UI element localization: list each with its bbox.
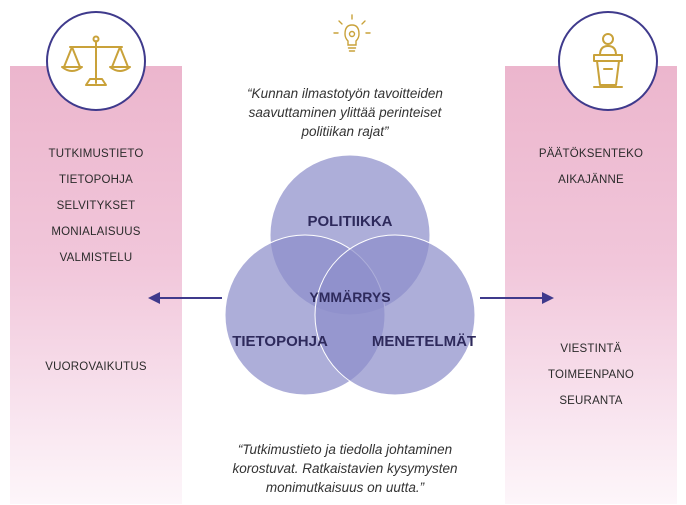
arrow-left-icon <box>148 292 222 304</box>
left-panel <box>10 66 182 504</box>
right-item-viestinta: VIESTINTÄ <box>560 343 622 355</box>
right-item-aikajanne: AIKAJÄNNE <box>558 174 624 186</box>
bottom-quote-line-1: “Tutkimustieto ja tiedolla johtaminen <box>237 442 453 457</box>
venn-label-menetelmat: MENETELMÄT <box>372 333 476 350</box>
venn-diagram: POLITIIKKA YMMÄRRYS TIETOPOHJA MENETELMÄ… <box>224 154 476 396</box>
lightbulb-icon <box>332 13 372 62</box>
right-panel-list: PÄÄTÖKSENTEKO AIKAJÄNNE <box>509 141 673 193</box>
left-panel-list: TUTKIMUSTIETO TIETOPOHJA SELVITYKSET MON… <box>14 141 178 271</box>
venn-label-tietopohja: TIETOPOHJA <box>232 333 328 350</box>
top-quote-line-3: politiikan rajat” <box>301 124 389 139</box>
venn-label-ymmarrys: YMMÄRRYS <box>309 289 390 305</box>
left-item-vuorovaikutus: VUOROVAIKUTUS <box>45 361 147 373</box>
bottom-quote: “Tutkimustieto ja tiedolla johtaminen ko… <box>195 440 495 497</box>
top-quote: “Kunnan ilmastotyön tavoitteiden saavutt… <box>220 84 470 141</box>
venn-circle-menetelmat <box>314 234 476 396</box>
left-panel-bottom: VUOROVAIKUTUS <box>14 354 178 380</box>
arrow-right-icon <box>480 292 554 304</box>
right-item-paatoksenteko: PÄÄTÖKSENTEKO <box>538 148 644 160</box>
bottom-quote-line-3: monimutkaisuus on uutta.” <box>265 480 425 495</box>
right-panel <box>505 66 677 504</box>
left-item-tietopohja: TIETOPOHJA <box>59 174 133 186</box>
right-panel-bottom: VIESTINTÄ TOIMEENPANO SEURANTA <box>509 336 673 414</box>
podium-speaker-icon <box>558 11 658 111</box>
top-quote-line-2: saavuttaminen ylittää perinteiset <box>248 105 442 120</box>
left-item-tutkimustieto: TUTKIMUSTIETO <box>48 148 144 160</box>
right-item-seuranta: SEURANTA <box>559 395 623 407</box>
bottom-quote-line-2: korostuvat. Ratkaistavien kysymysten <box>232 461 458 476</box>
right-item-toimeenpano: TOIMEENPANO <box>547 369 635 381</box>
left-item-selvitykset: SELVITYKSET <box>56 200 136 212</box>
left-item-valmistelu: VALMISTELU <box>59 252 133 264</box>
top-quote-line-1: “Kunnan ilmastotyön tavoitteiden <box>247 86 443 101</box>
scales-of-justice-icon <box>46 11 146 111</box>
venn-label-politiikka: POLITIIKKA <box>308 213 393 230</box>
left-item-monialaisuus: MONIALAISUUS <box>51 226 141 238</box>
